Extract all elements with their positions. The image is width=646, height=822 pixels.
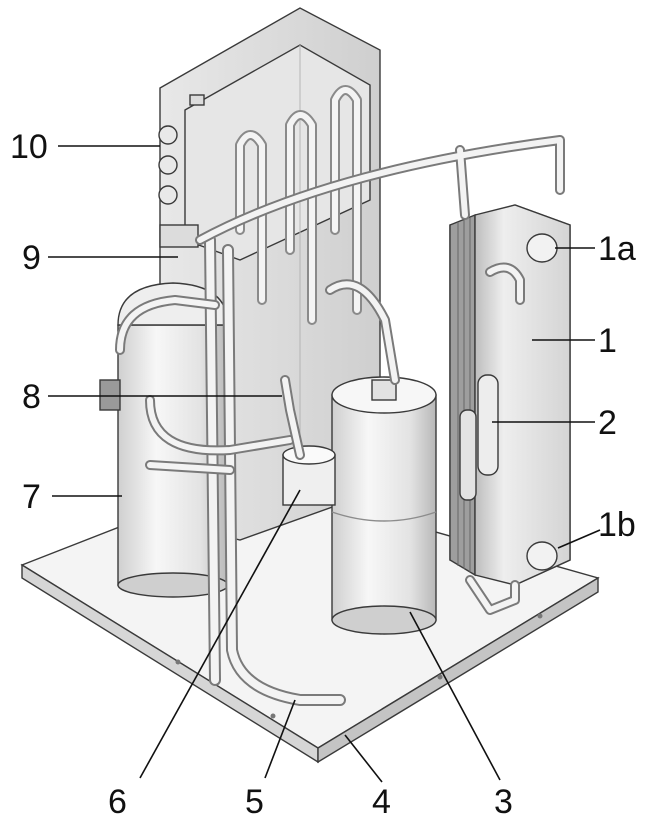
plate-heat-exchanger (449, 204, 571, 586)
callout-3: 3 (494, 783, 513, 821)
callout-2: 2 (598, 404, 617, 442)
callout-7: 7 (22, 478, 41, 516)
leader-4 (344, 734, 383, 783)
sight-glass (459, 374, 499, 501)
leader-1b (557, 529, 601, 549)
callout-9: 9 (22, 239, 41, 277)
callout-labels: 1a 1 2 1b 3 4 5 6 7 8 9 10 (10, 128, 636, 821)
liquid-receiver (331, 376, 437, 635)
callout-4: 4 (372, 783, 391, 821)
callout-1b: 1b (598, 506, 636, 544)
callout-8: 8 (22, 378, 41, 416)
leader-3 (409, 611, 501, 781)
callout-1: 1 (598, 322, 617, 360)
callout-1a: 1a (598, 230, 636, 268)
filter-housing (282, 445, 336, 506)
leader-6 (139, 489, 301, 779)
leader-5 (264, 699, 296, 779)
callout-6: 6 (108, 783, 127, 821)
leader-lines (48, 145, 601, 783)
callout-5: 5 (245, 783, 264, 821)
callout-10: 10 (10, 128, 48, 166)
refrigerant-piping (115, 135, 565, 706)
